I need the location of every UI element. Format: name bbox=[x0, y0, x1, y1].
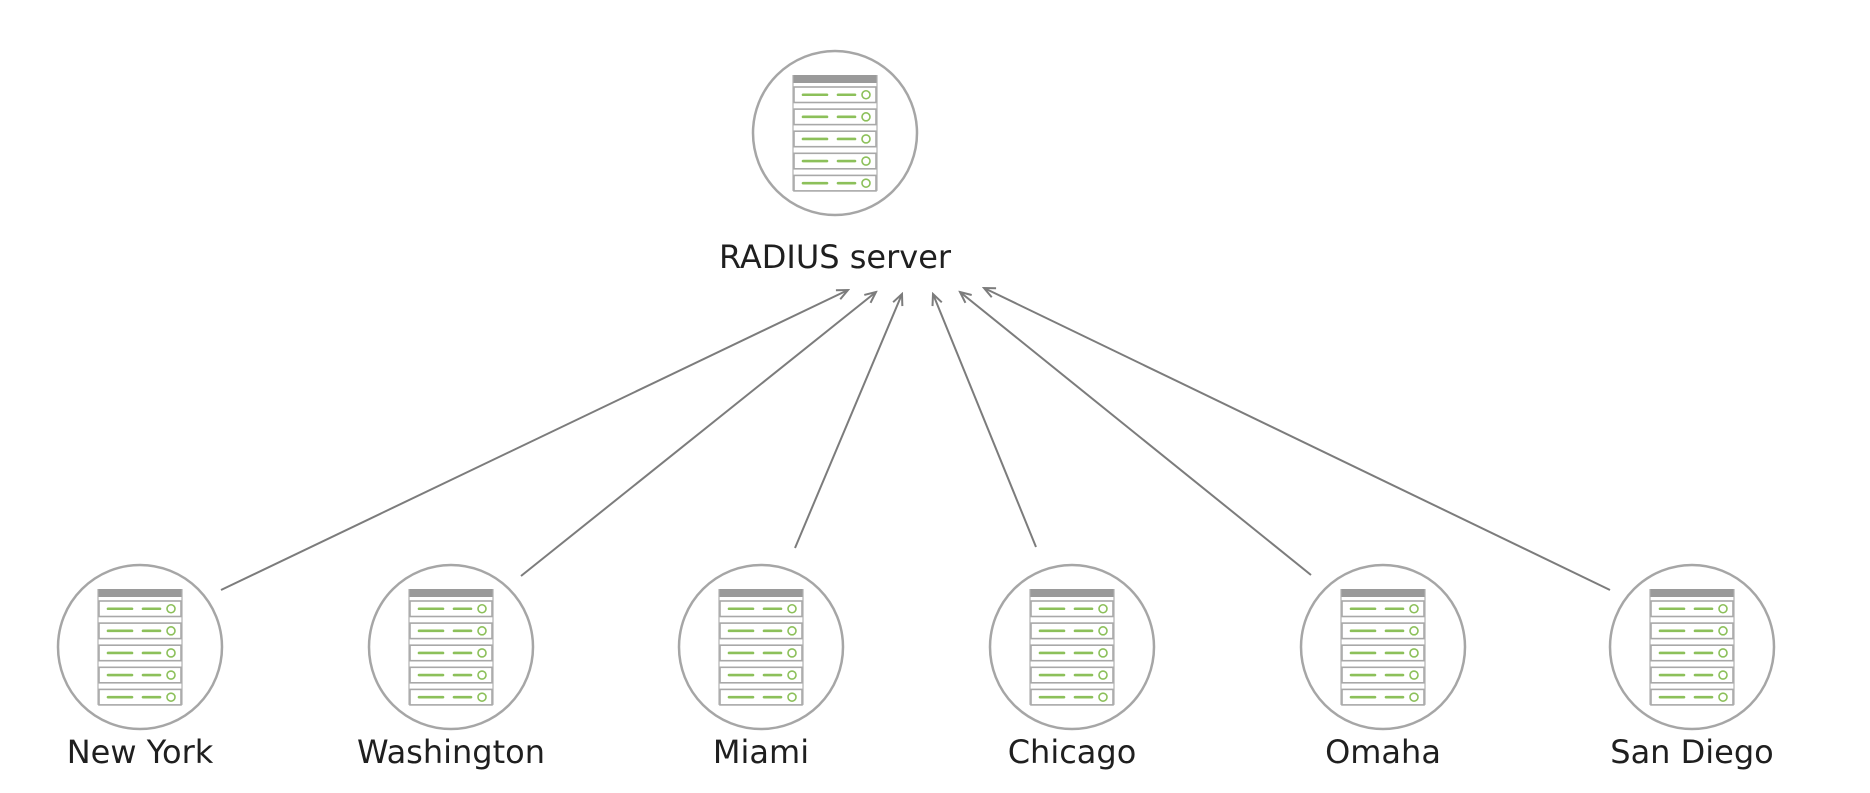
client-node-omaha: Omaha bbox=[1299, 563, 1467, 771]
connector-arrow bbox=[220, 290, 848, 591]
node-label: New York bbox=[67, 733, 214, 771]
node-label: San Diego bbox=[1610, 733, 1773, 771]
server-rack-icon bbox=[792, 75, 878, 192]
connections-layer bbox=[220, 288, 1611, 591]
connector-arrow bbox=[933, 294, 1037, 548]
client-node-san-diego: San Diego bbox=[1608, 563, 1776, 771]
connector-arrow bbox=[794, 294, 902, 549]
connector-arrow bbox=[984, 288, 1611, 591]
node-label: Omaha bbox=[1325, 733, 1441, 771]
connector-arrow bbox=[960, 292, 1312, 576]
client-node-new-york: New York bbox=[56, 563, 224, 771]
server-rack-icon bbox=[408, 589, 494, 706]
server-rack-icon bbox=[1340, 589, 1426, 706]
server-rack-icon bbox=[1029, 589, 1115, 706]
node-label: Washington bbox=[357, 733, 545, 771]
server-rack-icon bbox=[718, 589, 804, 706]
client-node-washington: Washington bbox=[357, 563, 545, 771]
client-node-miami: Miami bbox=[677, 563, 845, 771]
node-label: Miami bbox=[713, 733, 809, 771]
node-label: Chicago bbox=[1008, 733, 1137, 771]
client-node-chicago: Chicago bbox=[988, 563, 1156, 771]
node-label: RADIUS server bbox=[719, 238, 952, 276]
server-rack-icon bbox=[1649, 589, 1735, 706]
radius-server-node: RADIUS server bbox=[719, 49, 952, 276]
server-rack-icon bbox=[97, 589, 183, 706]
connector-arrow bbox=[520, 292, 876, 577]
